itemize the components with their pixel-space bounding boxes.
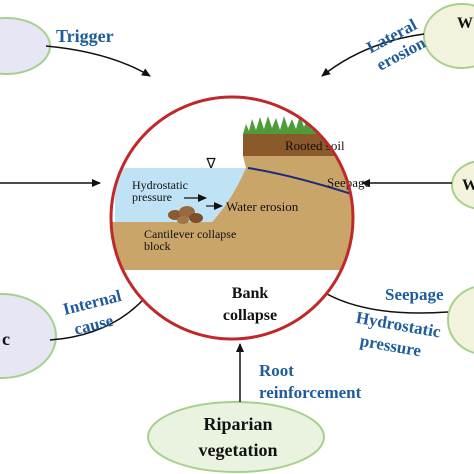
cantilever-label-2: block [144, 239, 171, 253]
factor-node-top-left [0, 17, 51, 75]
label-seepage-outer: Seepage [385, 285, 444, 304]
cantilever-label-1: Cantilever collapse [144, 227, 236, 241]
label-reinforcement: reinforcement [259, 383, 362, 402]
arrow-icon [321, 33, 425, 77]
arrow-icon [45, 45, 151, 77]
factor-node-bottom-line1: Riparian [203, 414, 272, 434]
factor-node-bottom-right [447, 286, 474, 354]
factor-node-right-middle [451, 160, 474, 210]
river-water [115, 168, 246, 222]
bank-cross-section [111, 115, 353, 270]
collapse-block [189, 213, 203, 223]
hydrostatic-label-1: Hydrostatic [132, 178, 188, 192]
factor-node-bottom [147, 401, 325, 473]
water-erosion-label: Water erosion [226, 199, 299, 214]
factor-node-bottom-left [0, 293, 57, 379]
seepage-line [247, 167, 353, 205]
factor-node-bottom-line2: vegetation [199, 440, 278, 460]
factor-node-bottom-left-label: c [2, 329, 10, 349]
rooted-soil-label: Rooted soil [285, 138, 345, 153]
water-level-icon: ∇ [205, 157, 216, 172]
bank-collapse-title-1: Bank [232, 285, 269, 302]
factor-node-right-middle-label: W [462, 177, 474, 194]
bank-collapse-title-2: collapse [223, 307, 277, 324]
collapse-block [177, 216, 189, 224]
arrow-icon [319, 289, 449, 314]
hydrostatic-label-2: pressure [132, 190, 172, 204]
label-root: Root [259, 361, 294, 380]
label-internal: Internal [61, 286, 124, 319]
factor-node-top-right-label: W [457, 15, 473, 32]
bank-soil [111, 156, 353, 270]
label-trigger: Trigger [56, 26, 114, 46]
bank-collapse-ring [109, 95, 355, 341]
factor-node-top-right [423, 3, 474, 69]
